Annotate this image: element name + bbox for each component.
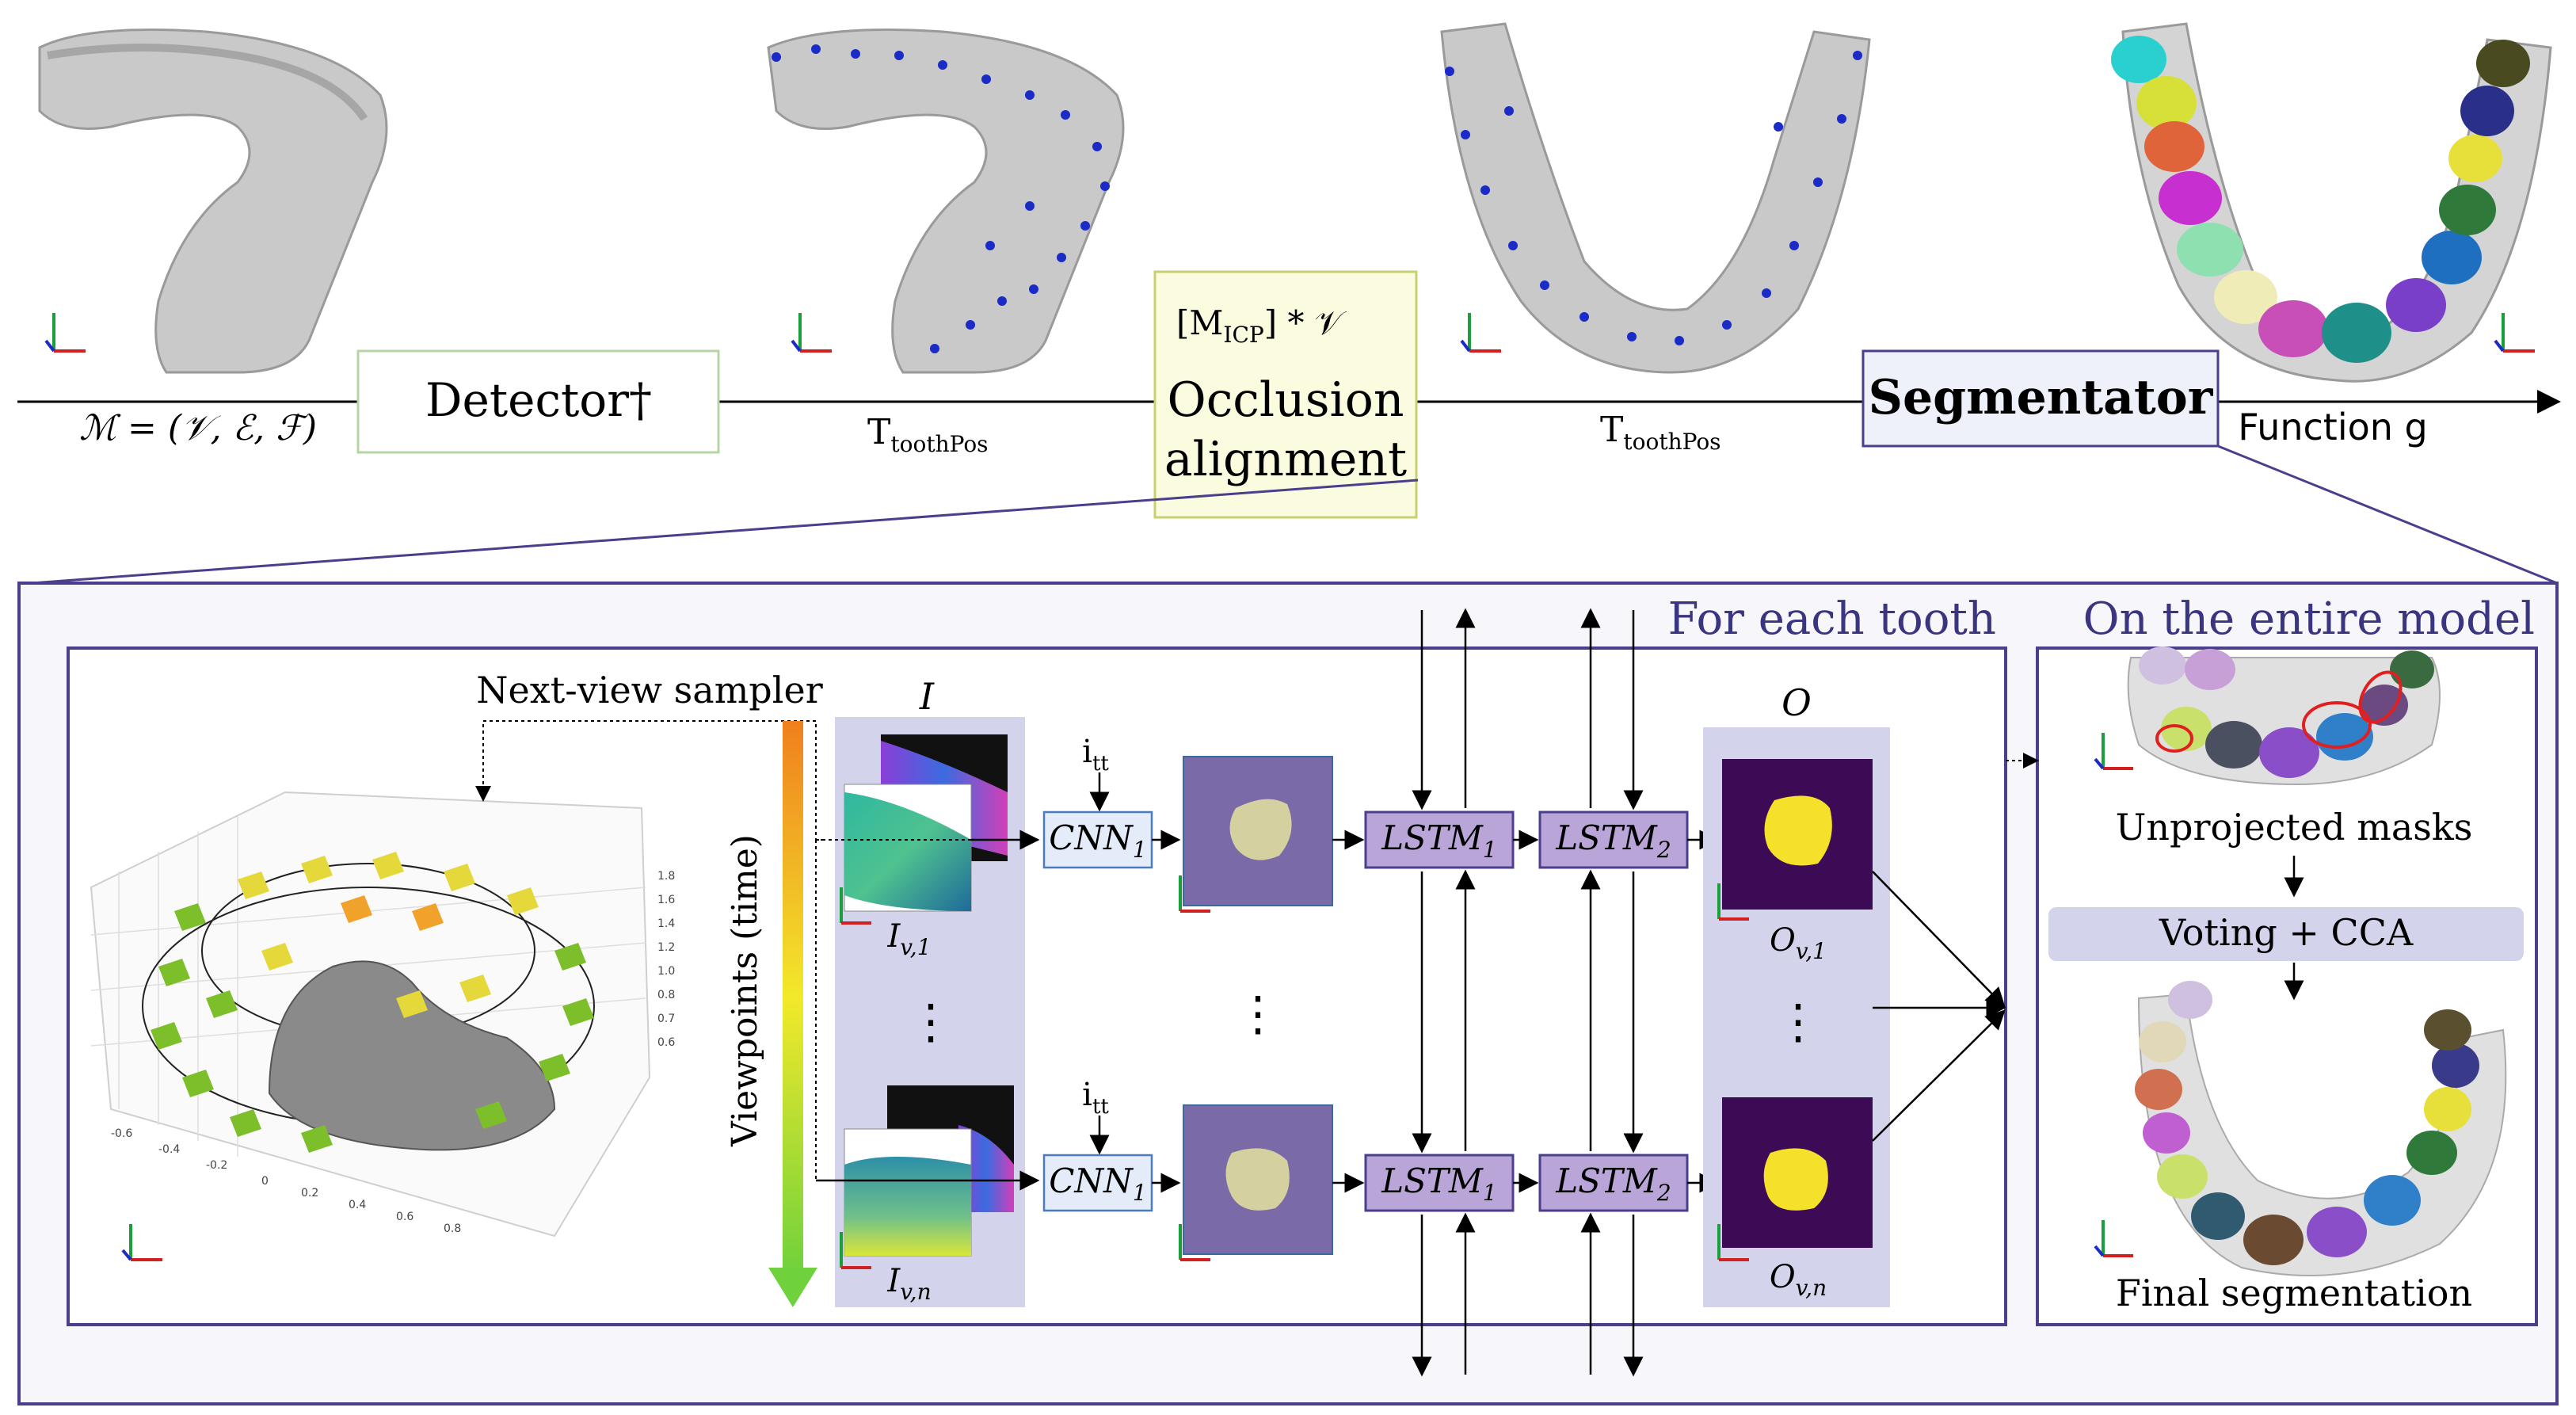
unprojected-masks-label: Unprojected masks: [2116, 806, 2473, 849]
svg-text:0.2: 0.2: [301, 1187, 318, 1200]
next-view-sampler-label: Next-view sampler: [476, 669, 822, 711]
input-last-label: Iv,n: [886, 1263, 931, 1305]
zoom-line-left: [31, 479, 1419, 585]
occlusion-alignment-box: [1153, 270, 1418, 519]
svg-text:1.2: 1.2: [657, 941, 675, 954]
svg-text:-0.6: -0.6: [111, 1127, 132, 1140]
tooth-pos-label-1: TtoothPos: [867, 412, 989, 457]
svg-text:0.4: 0.4: [349, 1199, 366, 1211]
svg-text:-0.4: -0.4: [158, 1143, 180, 1156]
detector-label: Detector†: [425, 373, 652, 427]
svg-text:0.6: 0.6: [396, 1211, 413, 1223]
for-each-tooth-title: For each tooth: [1668, 593, 1996, 645]
per-tooth-panel: [67, 646, 2007, 1326]
viewpoints-label: Viewpoints (time): [725, 834, 765, 1147]
alignment-line2: alignment: [1164, 432, 1407, 487]
viewpoint-sampling-plot: -0.6 -0.4 -0.2 0 0.2 0.4 0.6 0.8 1.8 1.6 1.4 1.…: [90, 791, 675, 1238]
unprojected-masks-image: [2127, 646, 2441, 786]
lstm1-label-1: LSTM1: [1381, 818, 1497, 863]
svg-text:0: 0: [261, 1175, 269, 1188]
function-label: Function g: [2238, 406, 2427, 448]
svg-text:1.4: 1.4: [657, 917, 675, 930]
dental-arch-input-image: [38, 29, 388, 374]
lstm2-block-1: [1538, 810, 1689, 869]
alignment-formula: [MICP] * 𝒱: [1176, 303, 1347, 348]
svg-text:0.8: 0.8: [444, 1222, 461, 1235]
output-stack-label: O: [1781, 681, 1812, 724]
output-last-label: Ov,n: [1770, 1259, 1827, 1301]
input-stack-label: I: [919, 675, 935, 718]
final-segmentation-label: Final segmentation: [2116, 1272, 2472, 1314]
entire-model-title: On the entire model: [2083, 593, 2535, 645]
svg-text:1.0: 1.0: [657, 965, 675, 978]
dental-arch-detected-image: [767, 29, 1125, 374]
lstm2-label-n: LSTM2: [1555, 1161, 1671, 1206]
axis-icon: [121, 1224, 162, 1261]
input-mesh-label: ℳ = (𝒱, ℰ, ℱ): [79, 408, 317, 448]
itt-label-n: itt: [1082, 1077, 1109, 1119]
svg-text:-0.2: -0.2: [206, 1159, 227, 1172]
alignment-line1: Occlusion: [1168, 372, 1404, 428]
output-ellipsis: ⋮: [1774, 994, 1822, 1050]
detector-box: [356, 349, 720, 454]
voting-cca-label: Voting + CCA: [2159, 911, 2414, 954]
svg-text:0.7: 0.7: [657, 1013, 675, 1025]
viewpoints-time-arrow: [783, 721, 803, 1276]
voting-cca-box: [2048, 907, 2524, 961]
svg-text:0.6: 0.6: [657, 1036, 675, 1049]
cnn-label-n: CNN1: [1049, 1161, 1146, 1206]
svg-text:1.8: 1.8: [657, 870, 675, 883]
cnn-label-1: CNN1: [1049, 818, 1146, 863]
output-first-label: Ov,1: [1770, 922, 1827, 964]
lstm1-label-n: LSTM1: [1381, 1161, 1497, 1206]
svg-text:1.6: 1.6: [657, 894, 675, 906]
dental-arch-aligned-image: [1440, 22, 1871, 374]
cnn-block-n: [1042, 1154, 1153, 1212]
merge-arrow-1: [1872, 871, 2006, 1008]
segmentator-box: [1862, 349, 2220, 448]
sampler-feedback-arrow: [475, 720, 824, 841]
cnn-block-1: [1042, 810, 1153, 869]
axis-icon: [44, 313, 2535, 353]
lstm2-label-1: LSTM2: [1555, 818, 1671, 863]
viewpoints-arrow-head: [768, 1268, 817, 1307]
segmentator-label: Segmentator: [1869, 370, 2214, 425]
svg-text:0.8: 0.8: [657, 989, 675, 1001]
input-ellipsis: ⋮: [907, 994, 955, 1050]
zoom-line-right: [2217, 444, 2558, 585]
lstm1-block-n: [1364, 1154, 1515, 1212]
itt-label-1: itt: [1082, 734, 1109, 776]
dental-arch-segmented-image: [2111, 22, 2552, 383]
mask-ellipsis: ⋮: [1234, 986, 1282, 1042]
tooth-pos-label-2: TtoothPos: [1600, 410, 1721, 455]
merge-arrow-n: [1872, 1009, 2006, 1142]
input-first-label: Iv,1: [886, 918, 931, 960]
final-segmentation-image: [2135, 981, 2507, 1276]
